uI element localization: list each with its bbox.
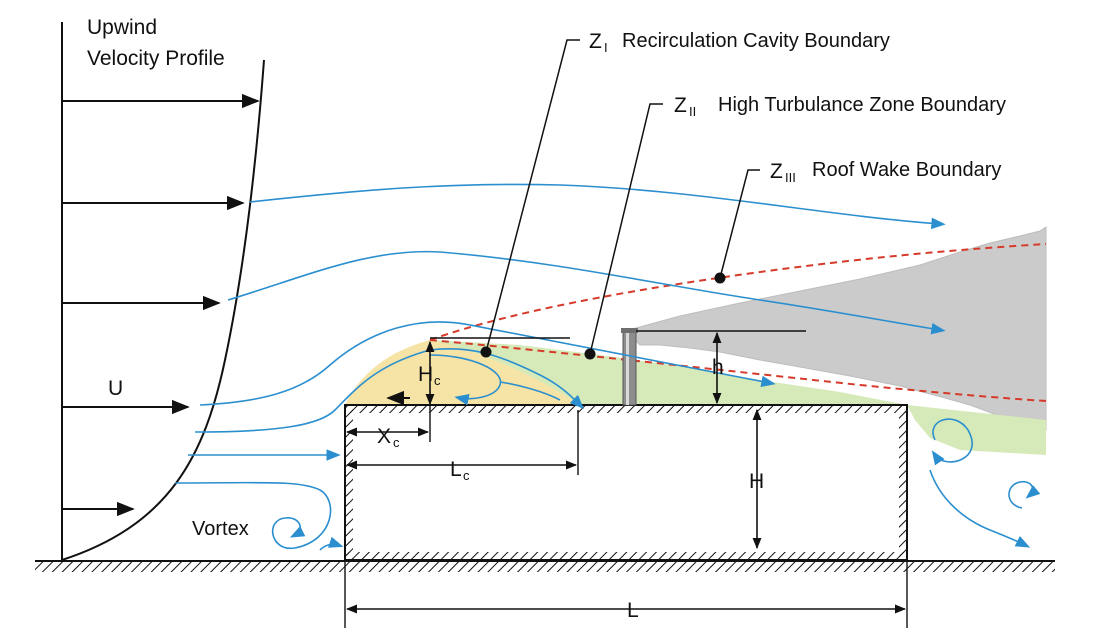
velocity-profile-curve <box>61 59 265 561</box>
z1-description: Recirculation Cavity Boundary <box>622 30 890 52</box>
building-hatch-bottom <box>345 552 907 560</box>
exhaust-stack-rim <box>621 328 638 333</box>
z3-leader <box>719 169 760 279</box>
z3-symbol: Z <box>770 160 783 183</box>
xc-subscript: c <box>393 435 400 450</box>
l-label: L <box>627 599 639 622</box>
vortex-label: Vortex <box>192 518 249 540</box>
upwind-small-arrow <box>319 536 344 551</box>
z3-description: Roof Wake Boundary <box>812 159 1001 181</box>
z3-marker <box>714 272 726 284</box>
ground-hatch <box>35 561 1055 572</box>
building-hatch-top <box>345 405 907 413</box>
high-turbulence-boundary-line <box>429 339 1047 402</box>
hc-subscript: c <box>434 373 441 388</box>
streamline-2 <box>227 250 946 335</box>
z2-subscript: II <box>689 104 696 119</box>
z2-leader <box>589 103 663 355</box>
streamline-3 <box>199 321 776 406</box>
wake-loop-2 <box>1008 480 1041 509</box>
h-big-label: H <box>749 470 764 493</box>
z3-subscript: III <box>785 170 796 185</box>
building-hatch-right <box>899 405 907 560</box>
z1-symbol: Z <box>589 30 602 53</box>
z1-subscript: I <box>604 40 608 55</box>
building-interior <box>353 413 899 552</box>
streamline-1 <box>249 183 946 230</box>
cavity-streamline <box>499 381 561 401</box>
z1-marker <box>480 346 492 358</box>
recirculation-cavity-region <box>345 340 580 405</box>
wake-loop-1 <box>931 418 973 466</box>
z2-description: High Turbulance Zone Boundary <box>718 94 1006 116</box>
building-hatch-left <box>345 405 353 560</box>
downstream-turbulence-region <box>907 405 1046 455</box>
lc-label: L <box>450 458 462 481</box>
upwind-label: Upwind <box>87 16 157 39</box>
u-label: U <box>108 377 123 400</box>
lc-subscript: c <box>463 468 470 483</box>
z1-leader <box>485 39 580 353</box>
wake-streamline-1 <box>929 469 1031 548</box>
streamline-4 <box>194 347 585 433</box>
z2-symbol: Z <box>674 94 687 117</box>
recirculation-loop <box>429 354 502 406</box>
xc-label: X <box>377 425 391 448</box>
velocity-profile-label: Velocity Profile <box>87 47 225 70</box>
h-small-label: h <box>712 356 724 379</box>
z2-marker <box>584 348 596 360</box>
exhaust-stack <box>622 330 637 406</box>
hc-label: H <box>418 363 433 386</box>
streamline-6 <box>174 481 332 549</box>
exhaust-stack-highlight <box>626 331 629 405</box>
